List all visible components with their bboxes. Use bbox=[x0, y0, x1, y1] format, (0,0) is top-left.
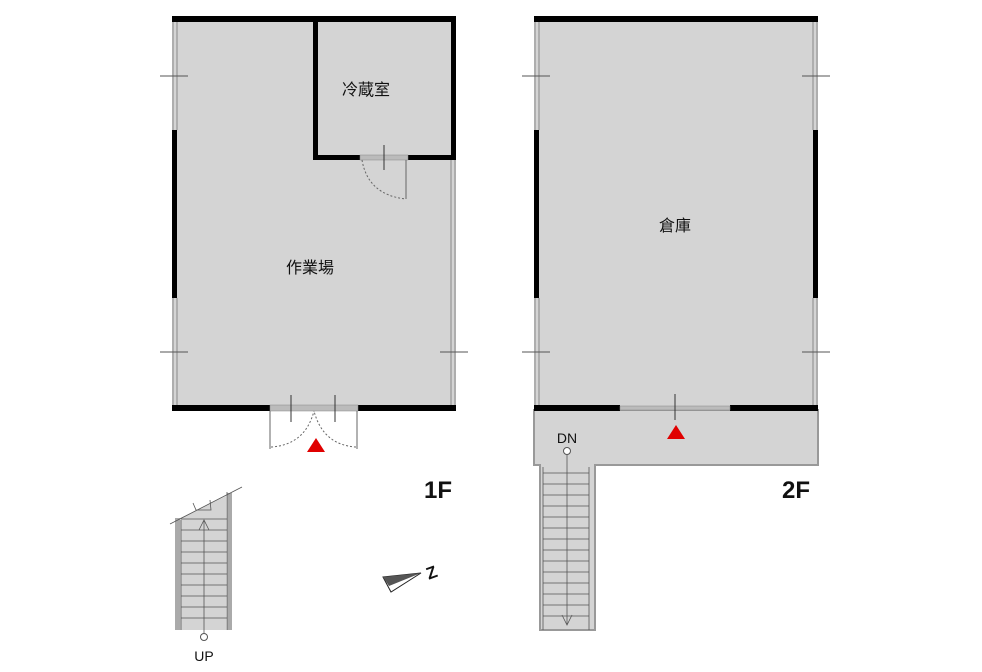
windows-2f bbox=[522, 22, 830, 405]
walls-2f bbox=[534, 16, 818, 411]
fridge-door[interactable] bbox=[359, 145, 409, 200]
room-label-warehouse: 倉庫 bbox=[659, 217, 691, 235]
balcony bbox=[533, 409, 819, 631]
stairs-2f[interactable] bbox=[542, 447, 590, 631]
stairs-down-label: DN bbox=[557, 430, 577, 446]
floor-label-2f: 2F bbox=[782, 477, 810, 504]
entrance-door-1f[interactable] bbox=[269, 395, 359, 449]
walls-1f bbox=[172, 16, 456, 411]
windows-1f bbox=[160, 22, 468, 405]
floor-label-1f: 1F bbox=[424, 477, 452, 504]
stairs-up-label: UP bbox=[194, 648, 213, 664]
floor-1f: 冷蔵室 作業場 1F UP bbox=[160, 16, 468, 664]
storage-room bbox=[534, 17, 818, 410]
entrance-marker-1f bbox=[307, 438, 325, 452]
room-label-workshop: 作業場 bbox=[286, 259, 334, 277]
entrance-door-2f[interactable] bbox=[619, 394, 731, 420]
entrance-marker-2f bbox=[667, 425, 685, 439]
floor-2f: 倉庫 2F DN bbox=[522, 16, 830, 631]
north-arrow-icon: Z bbox=[382, 562, 440, 593]
stairs-1f[interactable] bbox=[169, 486, 243, 641]
room-label-cold-storage: 冷蔵室 bbox=[342, 81, 390, 99]
compass-label: Z bbox=[424, 562, 440, 583]
